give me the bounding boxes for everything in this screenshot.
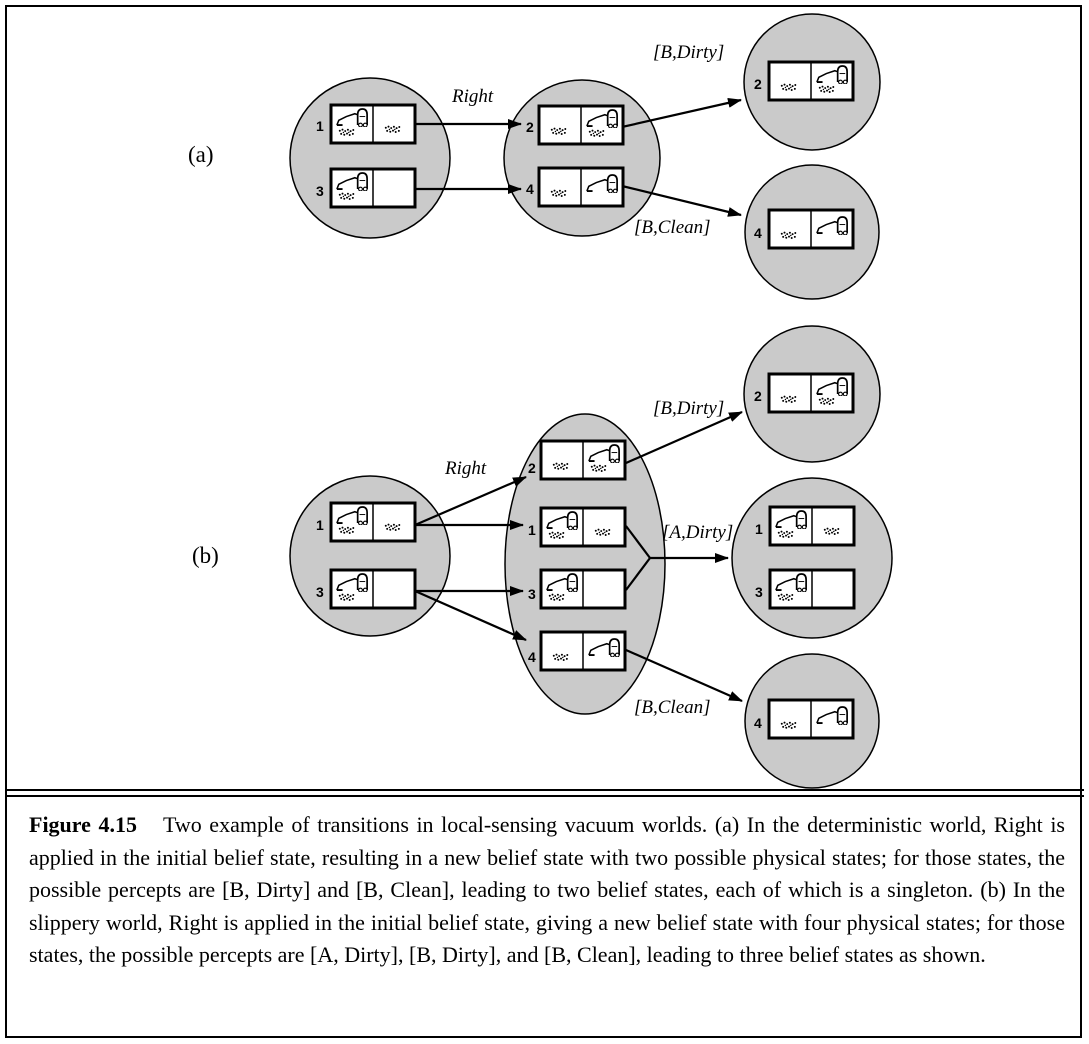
belief-state-a-after-right: 2 4 (503, 79, 661, 237)
percept-label: [B,Dirty] (653, 398, 724, 419)
state-4-cell (541, 632, 625, 670)
part-b-label: (b) (192, 543, 219, 568)
belief-state-b-clean: 4 (744, 653, 880, 789)
percept-label: [B,Dirty] (653, 42, 724, 63)
state-4-cell (539, 168, 623, 206)
state-4-cell (769, 210, 853, 248)
action-label: Right (444, 458, 487, 479)
caption-text: Two example of transitions in local-sens… (29, 812, 1065, 968)
state-3-cell (770, 570, 854, 608)
state-number: 2 (528, 460, 536, 476)
transition-arrows-a (415, 98, 742, 217)
state-number: 3 (755, 584, 763, 600)
belief-state-a-initial: 1 3 (289, 77, 451, 239)
state-number: 2 (754, 76, 762, 92)
state-3-cell (331, 570, 415, 608)
state-number: 1 (528, 522, 536, 538)
state-number: 4 (528, 649, 536, 665)
belief-state-b-after-right: 2 1 3 4 (504, 413, 666, 715)
state-3-cell (331, 169, 415, 207)
state-number: 1 (316, 517, 324, 533)
state-number: 4 (754, 225, 762, 241)
state-number: 4 (754, 715, 762, 731)
state-2-cell (541, 441, 625, 479)
caption-divider (5, 789, 1084, 791)
percept-label: [B,Clean] (634, 217, 711, 238)
state-number: 2 (526, 119, 534, 135)
action-label: Right (451, 86, 494, 107)
state-number: 4 (526, 181, 534, 197)
belief-state-diagram: (a) 1 3 2 4 2 4 Right [B,Dirty] [B,Clean… (188, 13, 893, 789)
state-number: 3 (316, 183, 324, 199)
state-2-cell (769, 62, 853, 100)
belief-state-b-dirty-b: 2 (743, 325, 881, 463)
transition-arrows-b (414, 410, 743, 703)
state-number: 2 (754, 388, 762, 404)
percept-label: [B,Clean] (634, 697, 711, 718)
state-2-cell (769, 374, 853, 412)
caption-divider (5, 795, 1084, 797)
state-number: 3 (316, 584, 324, 600)
state-number: 1 (755, 521, 763, 537)
state-1-cell (770, 507, 854, 545)
figure-frame (5, 5, 1082, 1038)
state-3-cell (541, 570, 625, 608)
state-2-cell (539, 106, 623, 144)
state-1-cell (331, 105, 415, 143)
part-a-label: (a) (188, 142, 214, 167)
state-4-cell (769, 700, 853, 738)
belief-state-a-dirty: 2 (743, 13, 881, 151)
state-1-cell (331, 503, 415, 541)
belief-state-b-dirty-a: 1 3 (731, 477, 893, 639)
state-number: 3 (528, 586, 536, 602)
belief-state-b-initial: 1 3 (289, 475, 451, 637)
state-1-cell (541, 508, 625, 546)
percept-label: [A,Dirty] (662, 522, 733, 543)
state-number: 1 (316, 118, 324, 134)
belief-state-a-clean: 4 (744, 164, 880, 300)
figure-number: Figure 4.15 (29, 812, 137, 837)
